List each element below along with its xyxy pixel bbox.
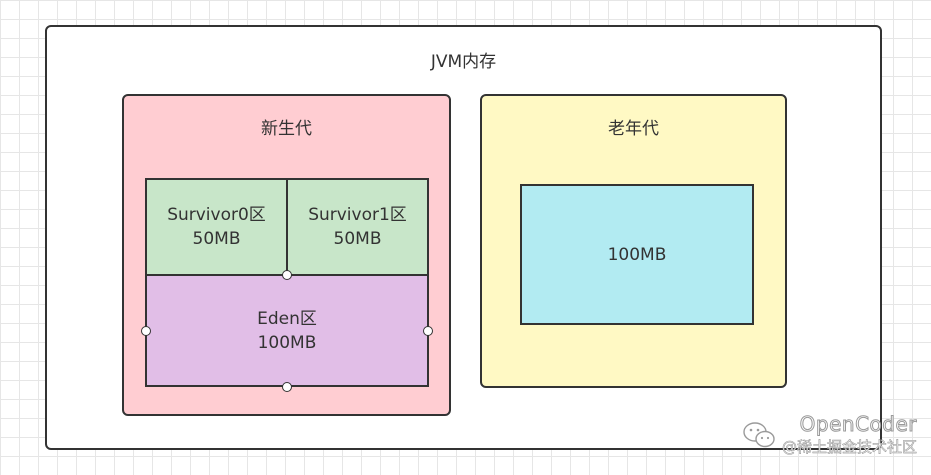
watermark-name: OpenCoder [799, 412, 917, 437]
eden-handle-top[interactable] [282, 270, 292, 280]
survivor0-label: Survivor0区 [167, 205, 266, 225]
survivor0-region: Survivor0区 50MB [145, 178, 288, 276]
jvm-memory-title: JVM内存 [430, 52, 497, 72]
old-generation-title: 老年代 [608, 119, 659, 139]
survivor1-size: 50MB [333, 229, 382, 249]
old-generation-region: 100MB [520, 184, 754, 325]
survivor0-size: 50MB [192, 229, 241, 249]
eden-label: Eden区 [257, 308, 317, 329]
watermark: OpenCoder @稀土掘金技术社区 [742, 412, 917, 457]
eden-region: Eden区 100MB [145, 274, 429, 387]
eden-handle-left[interactable] [141, 326, 151, 336]
young-generation-title: 新生代 [261, 119, 312, 139]
survivor1-label: Survivor1区 [308, 205, 407, 225]
eden-size: 100MB [257, 332, 317, 353]
survivor1-region: Survivor1区 50MB [286, 178, 429, 276]
watermark-sub: @稀土掘金技术社区 [781, 438, 918, 457]
old-generation-size: 100MB [607, 244, 667, 265]
eden-handle-right[interactable] [423, 326, 433, 336]
wechat-icon [743, 421, 775, 447]
eden-handle-bottom[interactable] [282, 382, 292, 392]
